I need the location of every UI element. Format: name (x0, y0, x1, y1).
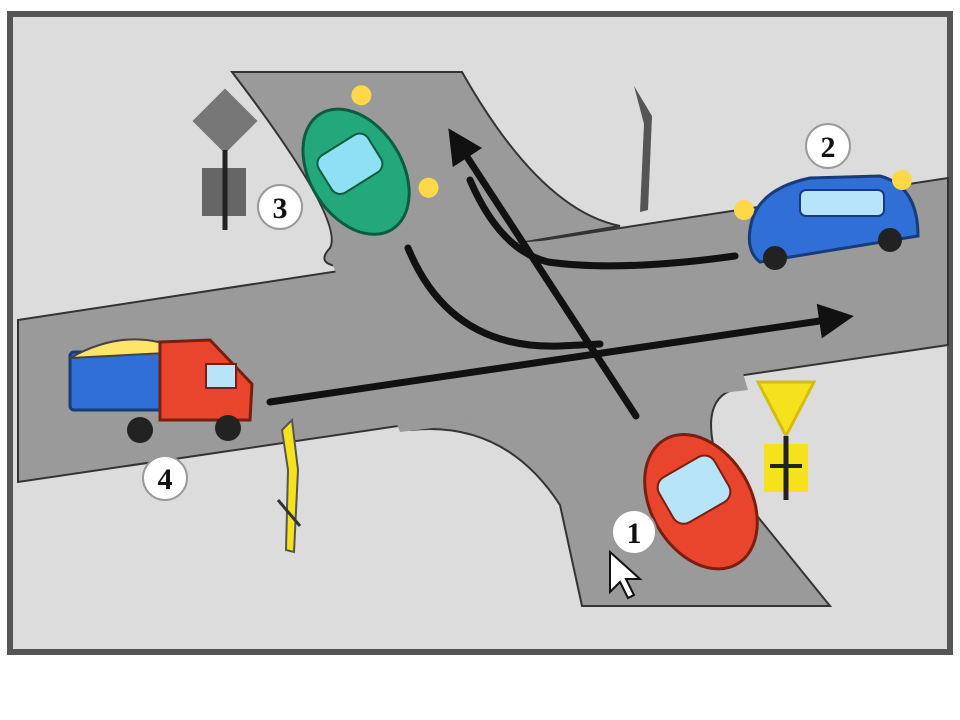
label-2: 2 (805, 123, 851, 169)
truck-arrow (266, 303, 854, 406)
car2-arrow (466, 176, 739, 270)
svg-text:2: 2 (821, 131, 836, 164)
mouse-cursor-icon (609, 549, 643, 600)
svg-text:1: 1 (627, 517, 642, 550)
car3-arrow (404, 244, 604, 350)
car-3 (301, 85, 439, 236)
signpost-top (634, 86, 652, 212)
yield-sign-icon (755, 380, 817, 500)
svg-text:4: 4 (158, 463, 173, 496)
car-1 (643, 433, 759, 571)
label-1: 1 (611, 509, 657, 555)
route-arrows (266, 128, 854, 420)
svg-text:3: 3 (273, 192, 288, 225)
label-3: 3 (257, 184, 303, 230)
priority-road-sign-icon (192, 88, 258, 230)
truck-4 (68, 338, 254, 443)
car1-arrow (448, 128, 640, 420)
signpost-bottom (276, 417, 302, 554)
car-2 (734, 170, 920, 270)
label-4: 4 (142, 455, 188, 501)
